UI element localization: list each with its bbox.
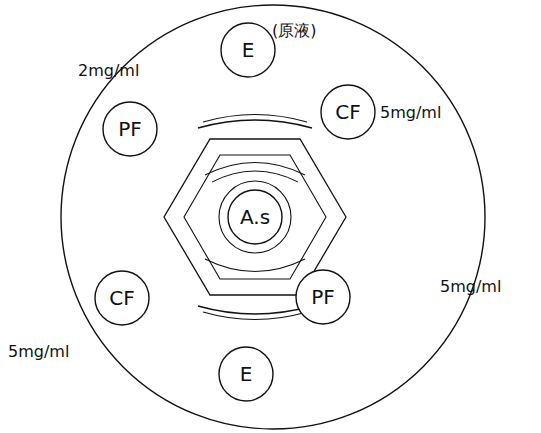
well-label: E — [240, 364, 253, 384]
antigen-well: E — [220, 22, 276, 78]
antigen-well: CF — [320, 84, 376, 140]
antigen-well: CF — [94, 270, 150, 326]
precipitin-arc — [212, 171, 298, 182]
antigen-well: PF — [295, 269, 351, 325]
concentration-label: 5mg/ml — [440, 278, 501, 296]
concentration-label: 5mg/ml — [380, 104, 441, 122]
precipitin-arc — [198, 306, 312, 314]
antigen-well: PF — [102, 101, 158, 157]
precipitin-arc — [203, 312, 307, 320]
precipitin-arc — [203, 115, 307, 123]
stock-note: (原液) — [272, 22, 316, 40]
agar-plate — [61, 5, 485, 429]
concentration-label: 2mg/ml — [78, 62, 139, 80]
well-label: E — [242, 40, 255, 60]
precipitin-arc — [198, 120, 312, 128]
well-label: A.s — [240, 207, 270, 227]
precipitin-hexagon — [184, 155, 326, 279]
antigen-well: A.s — [227, 189, 283, 245]
well-label: CF — [109, 288, 134, 308]
concentration-label: 5mg/ml — [8, 343, 69, 361]
well-label: PF — [311, 287, 335, 307]
well-label: PF — [118, 119, 142, 139]
precipitin-arc — [205, 259, 305, 272]
antigen-well: E — [218, 346, 274, 402]
well-label: CF — [335, 102, 360, 122]
precipitin-arc — [205, 163, 305, 176]
